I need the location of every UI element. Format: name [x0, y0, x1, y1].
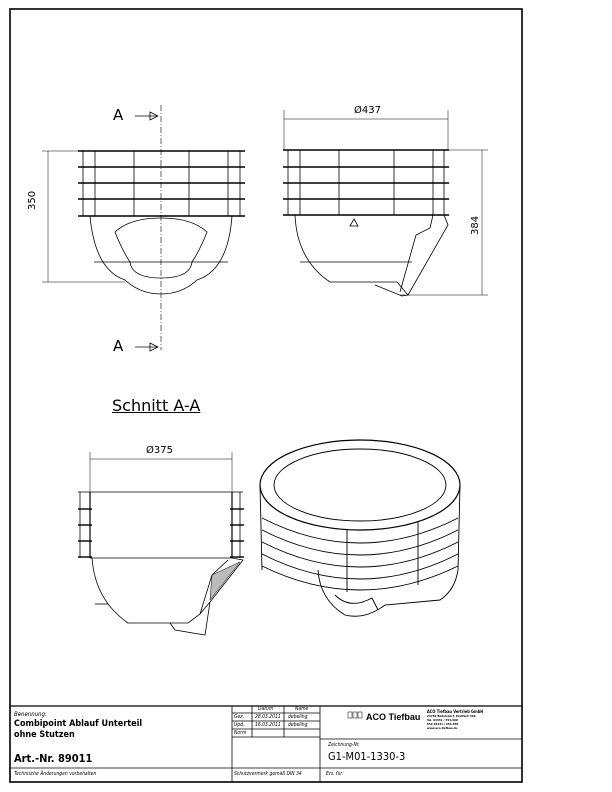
row-name: debeling — [288, 722, 308, 728]
aco-logo-icon — [347, 711, 363, 719]
row-label: Gez. — [234, 714, 245, 720]
drawing-no-label: Zeichnung-Nr. — [328, 742, 360, 748]
replaces-label: Ers. für: — [326, 771, 344, 777]
company-phone: Tel. 04331 / 354-500 — [427, 718, 458, 722]
title-block-lines — [10, 705, 522, 782]
dimension-diameter-section: Ø375 — [146, 445, 173, 456]
designation-label: Benennung: — [14, 711, 47, 718]
article-number: Art.-Nr. 89011 — [14, 752, 93, 765]
drawing-frame — [9, 8, 523, 783]
company-web: www.aco-tiefbau.de — [427, 726, 458, 730]
section-view — [78, 452, 244, 636]
row-date: 28.03.2011 — [255, 714, 281, 720]
row-name: debeling — [288, 714, 308, 720]
section-mark-bottom: A — [113, 337, 124, 355]
designation-line1: Combipoint Ablauf Unterteil — [14, 719, 143, 729]
col-name: Name — [295, 706, 309, 712]
dimension-height-front: 350 — [27, 190, 38, 210]
designation-line2: ohne Stutzen — [14, 730, 75, 740]
side-view — [283, 110, 488, 297]
section-mark-top: A — [113, 106, 124, 124]
dimension-height-side: 384 — [470, 215, 481, 235]
section-title: Schnitt A-A — [112, 396, 201, 415]
company-address: 24782 Büdelsdorf, Postfach 320 — [427, 714, 476, 718]
changes-note: Technische Änderungen vorbehalten — [14, 771, 97, 777]
col-date: Datum — [258, 706, 274, 712]
row-label: Norm — [234, 730, 247, 736]
dimension-diameter-side: Ø437 — [354, 105, 381, 116]
row-date: 16.03.2011 — [255, 722, 281, 728]
company-fax: FAX 04331 / 354-358 — [427, 722, 459, 726]
drawing-number: G1-M01-1330-3 — [328, 750, 406, 763]
front-view — [42, 105, 245, 352]
protection-note: Schutzvermerk gemäß DIN 34 — [234, 771, 302, 777]
company-logo-text: ACO Tiefbau — [366, 712, 421, 722]
isometric-view — [259, 439, 461, 617]
row-label: Upd. — [234, 722, 245, 728]
company-name: ACO Tiefbau Vertrieb GmbH — [427, 709, 484, 714]
